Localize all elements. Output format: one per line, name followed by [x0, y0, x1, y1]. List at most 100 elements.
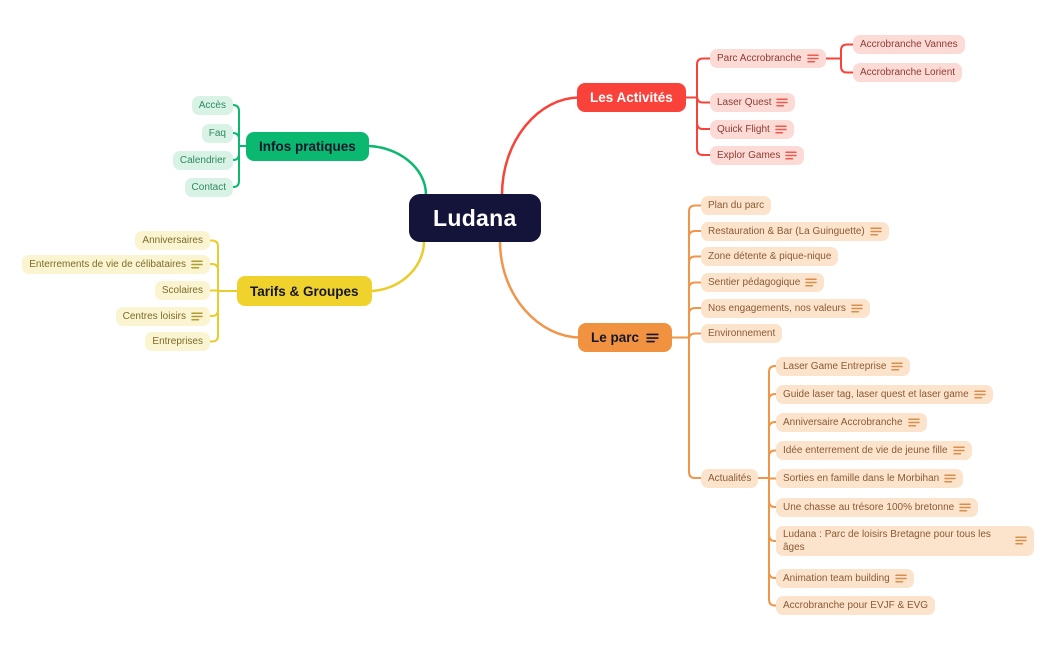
node-sentier-pedagogique[interactable]: Sentier pédagogique — [701, 273, 825, 292]
branch-node-les-activites[interactable]: Les Activités — [577, 83, 686, 112]
node-acces[interactable]: Accès — [191, 95, 233, 115]
notes-icon — [959, 502, 971, 512]
notes-icon — [1015, 536, 1027, 545]
node-contact[interactable]: Contact — [184, 177, 233, 197]
node-label: Le parc — [591, 330, 640, 345]
node-label: Tarifs & Groupes — [250, 283, 359, 299]
node-anniversaires[interactable]: Anniversaires — [135, 231, 210, 250]
branch-line — [368, 239, 426, 293]
node-calendrier[interactable]: Calendrier — [172, 150, 233, 170]
branch-line — [500, 96, 581, 197]
node-sorties-en-famille-dans-le-morbihan[interactable]: Sorties en famille dans le Morbihan — [776, 469, 964, 488]
node-label: Ludana — [433, 204, 517, 231]
node-faq[interactable]: Faq — [201, 123, 233, 143]
branch-line — [768, 365, 777, 607]
branch-line — [232, 104, 240, 188]
branch-line — [696, 122, 711, 130]
branch-line — [768, 393, 777, 401]
notes-icon — [870, 226, 882, 236]
branch-line — [768, 421, 777, 429]
branch-line — [688, 255, 702, 264]
node-accrobranche-vannes[interactable]: Accrobranche Vannes — [853, 35, 965, 54]
notes-icon — [952, 446, 965, 455]
branch-line — [768, 571, 777, 579]
node-label: Plan du parc — [708, 200, 765, 211]
node-centres-loisirs[interactable]: Centres loisirs — [115, 306, 210, 326]
node-label: Animation team building — [783, 572, 890, 584]
branch-line — [768, 500, 777, 508]
branch-line — [768, 534, 777, 542]
node-label: Zone détente & pique-nique — [708, 251, 832, 262]
node-animation-team-building[interactable]: Animation team building — [776, 568, 914, 588]
notes-icon — [944, 474, 956, 483]
branch-node-tarifs-groupes[interactable]: Tarifs & Groupes — [237, 276, 372, 306]
node-ludana-parc-de-loisirs-bretagne-pour-tous-les-ages[interactable]: Ludana : Parc de loisirs Bretagne pour t… — [776, 525, 1034, 556]
branch-line — [696, 95, 711, 104]
node-anniversaire-accrobranche[interactable]: Anniversaire Accrobranche — [776, 412, 927, 432]
notes-icon — [775, 124, 787, 134]
node-idee-enterrement-de-vie-de-jeune-fille[interactable]: Idée enterrement de vie de jeune fille — [776, 441, 972, 460]
node-label: Une chasse au trésore 100% bretonne — [783, 501, 955, 513]
node-label: Centres loisirs — [122, 310, 186, 322]
node-accrobranche-lorient[interactable]: Accrobranche Lorient — [853, 63, 963, 82]
node-label: Anniversaire Accrobranche — [783, 416, 903, 428]
node-label: Actualités — [708, 472, 752, 484]
node-actualites[interactable]: Actualités — [701, 468, 759, 488]
notes-icon — [894, 573, 907, 583]
node-guide-laser-tag-laser-quest-et-laser-game[interactable]: Guide laser tag, laser quest et laser ga… — [776, 384, 993, 404]
notes-icon — [191, 259, 203, 269]
node-label: Les Activités — [590, 90, 673, 105]
node-une-chasse-au-tresore-100-bretonne[interactable]: Une chasse au trésore 100% bretonne — [776, 497, 979, 517]
node-label: Infos pratiques — [259, 138, 356, 154]
notes-icon — [907, 417, 920, 427]
branch-node-le-parc[interactable]: Le parc — [578, 323, 673, 352]
node-label: Faq — [208, 127, 226, 139]
node-label: Nos engagements, nos valeurs — [708, 302, 846, 314]
node-accrobranche-pour-evjf-evg[interactable]: Accrobranche pour EVJF & EVG — [776, 596, 936, 615]
node-parc-accrobranche[interactable]: Parc Accrobranche — [710, 49, 826, 68]
branch-line — [232, 132, 240, 140]
branch-line — [498, 239, 582, 339]
branch-line — [209, 309, 219, 317]
node-quick-flight[interactable]: Quick Flight — [710, 119, 794, 139]
node-environnement[interactable]: Environnement — [701, 324, 783, 343]
node-laser-game-entreprise[interactable]: Laser Game Entreprise — [776, 356, 911, 376]
branch-line — [688, 307, 702, 315]
branch-line — [688, 332, 702, 341]
branch-line — [696, 57, 711, 156]
branch-line — [840, 43, 854, 74]
node-entreprises[interactable]: Entreprises — [145, 332, 210, 351]
node-enterrements-de-vie-de-celibataires[interactable]: Enterrements de vie de célibataires — [22, 254, 210, 274]
node-laser-quest[interactable]: Laser Quest — [710, 93, 796, 112]
node-restauration-bar-la-guinguette[interactable]: Restauration & Bar (La Guinguette) — [701, 221, 889, 241]
branch-line — [232, 153, 240, 161]
node-label: Laser Game Entreprise — [783, 360, 887, 372]
notes-icon — [646, 333, 659, 342]
node-explor-games[interactable]: Explor Games — [710, 145, 805, 165]
notes-icon — [191, 311, 203, 321]
branch-node-infos-pratiques[interactable]: Infos pratiques — [246, 131, 369, 161]
branch-line — [365, 144, 428, 197]
root-node-ludana[interactable]: Ludana — [409, 194, 541, 242]
notes-icon — [851, 303, 863, 313]
node-label: Sorties en famille dans le Morbihan — [783, 473, 940, 484]
node-label: Quick Flight — [717, 123, 770, 135]
notes-icon — [776, 98, 789, 107]
notes-icon — [805, 278, 818, 287]
notes-icon — [973, 389, 986, 399]
branch-line — [209, 263, 219, 271]
node-label: Restauration & Bar (La Guinguette) — [708, 225, 865, 237]
notes-icon — [806, 54, 819, 63]
node-label: Ludana : Parc de loisirs Bretagne pour t… — [783, 528, 991, 553]
node-zone-detente-pique-nique[interactable]: Zone détente & pique-nique — [701, 247, 839, 266]
node-label: Enterrements de vie de célibataires — [29, 258, 186, 270]
node-plan-du-parc[interactable]: Plan du parc — [701, 196, 772, 215]
node-scolaires[interactable]: Scolaires — [154, 281, 210, 300]
node-nos-engagements-nos-valeurs[interactable]: Nos engagements, nos valeurs — [701, 298, 870, 318]
node-label: Parc Accrobranche — [717, 53, 802, 64]
branch-line — [688, 281, 702, 290]
branch-line — [688, 230, 702, 238]
node-label: Environnement — [708, 328, 776, 339]
